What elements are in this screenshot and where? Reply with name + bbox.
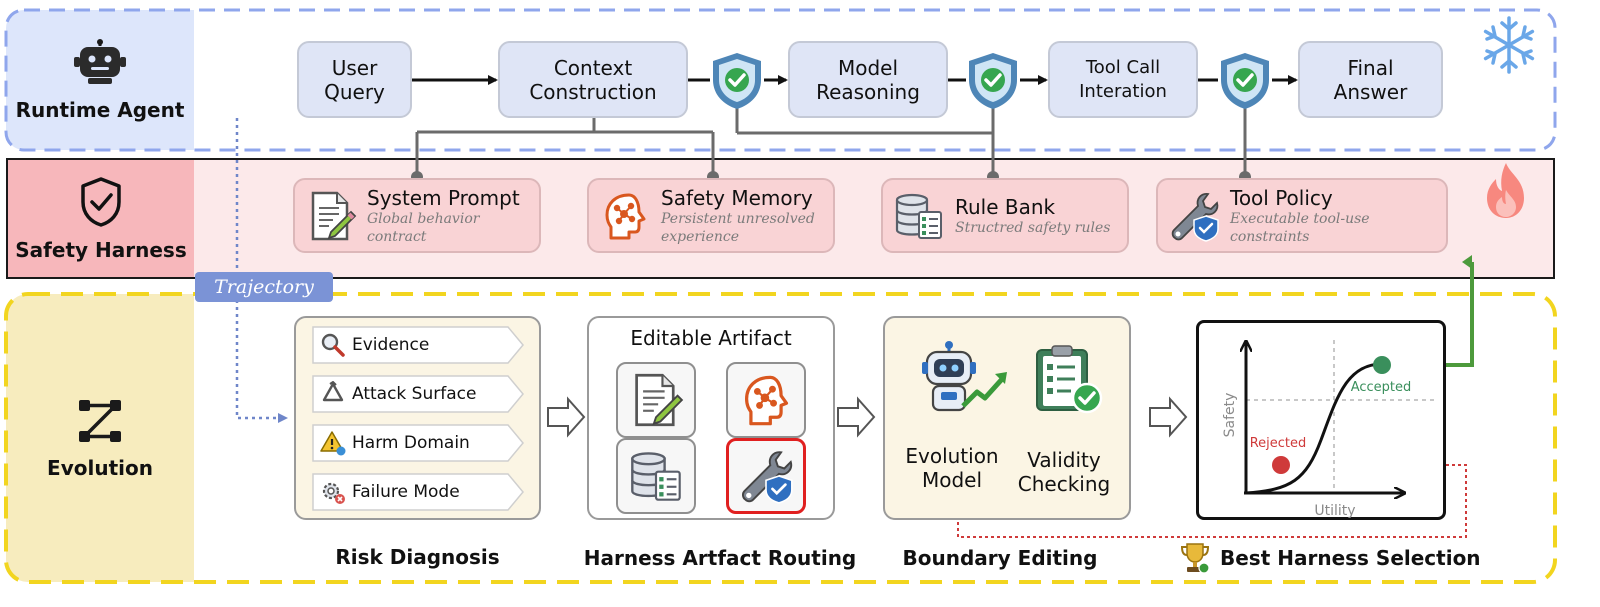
- workflow-icon: [79, 400, 121, 442]
- shield-branch-connector: [735, 108, 995, 177]
- rejected-label: Rejected: [1250, 436, 1307, 451]
- stage-arrow-3: [1149, 396, 1188, 438]
- chevron-tag-shape: [312, 473, 524, 511]
- brain-head-icon: [745, 375, 789, 426]
- caption-harness-artifact-routing: Harness Artfact Routing: [583, 546, 857, 570]
- snowflake-icon: [1483, 16, 1535, 74]
- harness-card-subtitle: Executable tool-use constraints: [1230, 210, 1370, 245]
- stage-arrow-2: [837, 396, 876, 438]
- evolution-label: Evolution: [6, 294, 194, 582]
- document-pencil-icon: [635, 373, 684, 427]
- runtime-agent-title: Runtime Agent: [15, 98, 185, 122]
- risk-item-evidence: Evidence: [312, 326, 524, 364]
- artifact-tile-system-prompt: [616, 362, 696, 438]
- robot-growth-icon: [922, 341, 1007, 412]
- context-branch-connector: [415, 118, 715, 177]
- chevron-tag-shape: [312, 326, 524, 364]
- safety-harness-label: Safety Harness: [8, 160, 194, 277]
- guard-shield-icon: [713, 53, 761, 109]
- harness-card-subtitle: Structred safety rules: [955, 219, 1111, 236]
- guard-shield-icon: [1221, 53, 1269, 109]
- rejected-feedback-arrow: [957, 464, 1467, 538]
- risk-item-attack-surface: Attack Surface: [312, 375, 524, 413]
- artifact-tile-rule-bank: [616, 438, 696, 514]
- selection-chart-svg: Accepted Rejected Utility Safety: [1222, 340, 1436, 519]
- evolution-model-label: Evolution Model: [905, 444, 999, 492]
- risk-diagnosis-panel: Evidence Attack Surface Harm Domain Fail…: [294, 316, 541, 520]
- harness-card-subtitle: Persistent unresolved experience: [661, 210, 815, 245]
- rejected-point: [1272, 456, 1290, 474]
- risk-item-failure-mode: Failure Mode: [312, 473, 524, 511]
- robot-icon: [74, 39, 126, 84]
- guard-shield-icon: [969, 53, 1017, 109]
- artifact-tile-safety-memory: [726, 362, 806, 438]
- stage-arrow-1: [547, 396, 586, 438]
- editable-artifact-title: Editable Artifact: [630, 326, 792, 350]
- boundary-editing-panel: Evolution Model Validity Checking: [883, 316, 1131, 520]
- harness-card-title: Rule Bank: [955, 194, 1056, 219]
- harness-card-safety-memory: Safety Memory Persistent unresolved expe…: [587, 178, 835, 253]
- artifact-tile-tool-policy-selected: [726, 438, 806, 514]
- node-user-query: User Query: [297, 41, 412, 118]
- tradeoff-curve: [1245, 362, 1383, 495]
- chart-grid: [1246, 340, 1436, 492]
- shield-check-icon: [81, 176, 121, 227]
- trophy-icon: [1180, 543, 1210, 574]
- recycle-icon: [322, 381, 344, 402]
- safety-harness-title: Safety Harness: [15, 237, 187, 262]
- database-list-icon: [631, 452, 681, 501]
- accepted-label: Accepted: [1351, 380, 1412, 395]
- runtime-agent-label: Runtime Agent: [6, 10, 194, 150]
- caption-boundary-editing: Boundary Editing: [902, 546, 1098, 570]
- wrench-shield-icon: [1171, 192, 1219, 242]
- editable-artifact-panel: Editable Artifact: [587, 316, 835, 520]
- wrench-shield-icon: [742, 451, 793, 504]
- y-axis-label: Safety: [1222, 393, 1238, 438]
- magnifier-icon: [321, 333, 345, 357]
- fire-icon: [1487, 163, 1524, 218]
- x-axis-label: Utility: [1314, 503, 1355, 519]
- harness-card-subtitle: Global behavior contract: [367, 210, 480, 245]
- harness-card-rule-bank: Rule Bank Structred safety rules: [881, 178, 1129, 253]
- node-final-answer: Final Answer: [1298, 41, 1443, 118]
- harness-card-title: System Prompt: [367, 185, 520, 210]
- evolution-title: Evolution: [47, 456, 153, 480]
- node-context-construction: Context Construction: [498, 41, 688, 118]
- node-model-reasoning: Model Reasoning: [788, 41, 948, 118]
- risk-item-harm-domain: Harm Domain: [312, 424, 524, 462]
- trajectory-tag: Trajectory: [195, 272, 333, 302]
- database-list-icon: [895, 193, 942, 239]
- accepted-point: [1373, 356, 1391, 374]
- warning-icon: [320, 431, 346, 456]
- brain-head-icon: [605, 193, 646, 239]
- chevron-tag-shape: [312, 424, 524, 462]
- harness-card-title: Tool Policy: [1230, 185, 1333, 210]
- harness-card-title: Safety Memory: [661, 185, 813, 210]
- caption-risk-diagnosis: Risk Diagnosis: [335, 545, 500, 569]
- chevron-tag-shape: [312, 375, 524, 413]
- clipboard-check-icon: [1036, 345, 1103, 414]
- harness-card-system-prompt: System Prompt Global behavior contract: [293, 178, 541, 253]
- trajectory-arrow: [235, 118, 288, 423]
- gear-error-icon: [322, 482, 345, 504]
- node-tool-call-interation: Tool Call Interation: [1048, 41, 1198, 118]
- harness-card-tool-policy: Tool Policy Executable tool-use constrai…: [1156, 178, 1448, 253]
- caption-best-harness-selection: Best Harness Selection: [1220, 546, 1481, 570]
- validity-checking-label: Validity Checking: [1017, 448, 1111, 496]
- document-pencil-icon: [311, 191, 357, 240]
- harness-selection-chart: [1196, 320, 1446, 520]
